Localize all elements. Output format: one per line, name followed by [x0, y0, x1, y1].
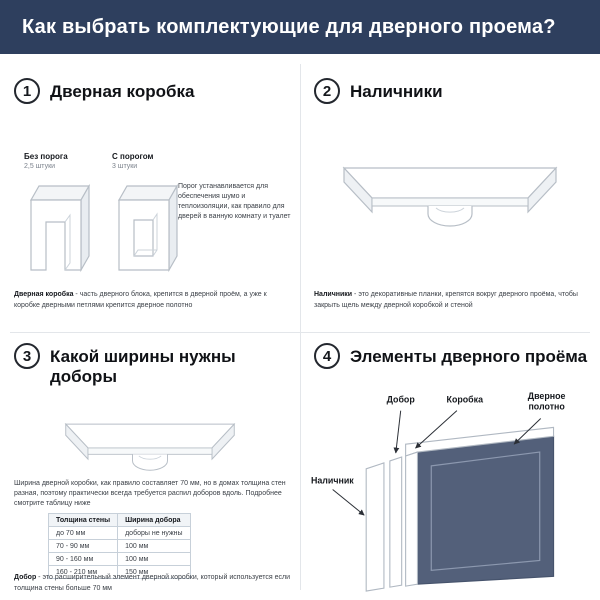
extension-description: Ширина дверной коробки, как правило сост… — [14, 480, 286, 508]
footnote-term: Наличники — [314, 291, 353, 298]
door-leaf-panel — [430, 451, 541, 572]
footnote-text: - часть дверного блока, крепится в дверн… — [14, 291, 267, 309]
casing-top-surface — [64, 423, 236, 449]
table-cell: 70 - 90 мм — [47, 539, 119, 553]
frame-side-face — [80, 183, 90, 273]
extension-cross-section-illustration — [64, 422, 236, 471]
threshold-note: Порог устанавливается для обеспечения шу… — [178, 183, 291, 221]
label-polotno-line2: полотно — [528, 402, 565, 412]
casing-profile-arc — [138, 455, 162, 460]
casing-profile-arc — [435, 207, 465, 213]
frame-opening-depth — [64, 213, 71, 271]
variant-no-threshold-label: Без порога 2,5 штуки — [24, 152, 68, 170]
section-2-title: Наличники — [350, 82, 443, 101]
callout-line-nalichnik — [332, 489, 365, 516]
section-2-heading: 2 Наличники — [314, 78, 443, 104]
table-cell: 90 - 160 мм — [47, 552, 119, 566]
section-3-title: Какой ширины нужны доборы — [50, 347, 236, 386]
header-bar: Как выбрать комплектующие для дверного п… — [0, 0, 600, 54]
section-4-number-badge: 4 — [314, 343, 340, 369]
section-extension-width: 3 Какой ширины нужны доборы Ширина дверн… — [0, 333, 300, 600]
variant-with-threshold-label: С порогом 3 штуки — [112, 152, 153, 170]
table-cell: 100 мм — [117, 552, 191, 566]
section-1-footnote: Дверная коробка - часть дверного блока, … — [14, 290, 292, 311]
table-row: 70 - 90 мм 100 мм — [47, 539, 191, 553]
section-3-footnote: Добор - это расширительный элемент дверн… — [14, 573, 294, 594]
table-row: 160 - 210 мм 150 мм — [47, 565, 191, 579]
door-frame-with-threshold-illustration — [117, 183, 179, 273]
variant-sublabel-text: 2,5 штуки — [24, 163, 56, 170]
casing-left-flange — [343, 166, 373, 214]
callout-line-korobka — [415, 410, 458, 449]
frame-opening-depth — [133, 212, 158, 257]
casing-strip — [365, 462, 385, 592]
doorway-elements-illustration: Добор Коробка Дверное полотно Наличник — [311, 391, 566, 592]
table-header-extension-width: Ширина добора — [117, 513, 191, 527]
page-title: Как выбрать комплектующие для дверного п… — [22, 15, 556, 38]
section-door-frame: 1 Дверная коробка Без порога 2,5 штуки С… — [0, 54, 300, 332]
casing-front-edge — [87, 447, 213, 455]
label-polotno-line1: Дверное — [528, 391, 566, 401]
label-nalichnik: Наличник — [311, 476, 354, 486]
casing-front-edge — [371, 197, 529, 207]
table-header-row: Толщина стены Ширина добора — [47, 513, 191, 527]
variant-label-text: Без порога — [24, 152, 68, 161]
table-header-wall-thickness: Толщина стены — [47, 513, 119, 527]
frame-top-face — [29, 185, 91, 201]
frame-front-face — [118, 199, 170, 271]
casing-center-profile — [427, 206, 473, 227]
table-cell: доборы не нужны — [117, 526, 191, 540]
vertical-divider — [300, 64, 301, 590]
section-3-number-badge: 3 — [14, 343, 40, 369]
variant-label-text: С порогом — [112, 152, 154, 161]
casing-right-flange — [211, 422, 235, 461]
frame-top-face — [117, 185, 179, 201]
horizontal-divider — [10, 332, 590, 333]
variant-sublabel-text: 3 штуки — [112, 163, 138, 170]
door-frame-no-threshold-illustration — [29, 183, 91, 273]
callout-line-dobor — [393, 410, 402, 454]
label-korobka: Коробка — [447, 395, 484, 405]
casing-illustration — [342, 166, 558, 227]
table-row: до 70 мм доборы не нужны — [47, 526, 191, 540]
section-4-heading: 4 Элементы дверного проёма — [314, 343, 587, 369]
footnote-term: Дверная коробка — [14, 291, 74, 298]
table-cell: 150 мм — [117, 565, 191, 579]
extension-strip — [389, 456, 403, 588]
section-2-number-badge: 2 — [314, 78, 340, 104]
casing-right-flange — [527, 166, 557, 214]
casing-left-flange — [65, 422, 89, 461]
extension-width-table: Толщина стены Ширина добора до 70 мм доб… — [47, 513, 191, 579]
footnote-term: Добор — [14, 574, 37, 581]
section-1-number-badge: 1 — [14, 78, 40, 104]
frame-strip — [405, 451, 419, 587]
section-4-title: Элементы дверного проёма — [350, 347, 588, 366]
section-3-heading: 3 Какой ширины нужны доборы — [14, 343, 254, 386]
section-casings: 2 Наличники Наличники - это декоративные… — [300, 54, 600, 332]
frame-front-face — [30, 199, 82, 271]
section-1-heading: 1 Дверная коробка — [14, 78, 194, 104]
casing-center-profile — [132, 454, 168, 471]
casing-top-surface — [342, 167, 558, 199]
section-2-footnote: Наличники - это декоративные планки, кре… — [314, 290, 594, 311]
frame-side-face — [168, 183, 178, 273]
table-cell: до 70 мм — [47, 526, 119, 540]
label-dobor: Добор — [387, 395, 416, 405]
section-doorway-elements: 4 Элементы дверного проёма — [300, 333, 600, 600]
table-cell: 100 мм — [117, 539, 191, 553]
footnote-text: - это расширительный элемент дверной кор… — [14, 574, 290, 592]
section-1-title: Дверная коробка — [50, 82, 195, 101]
footnote-text: - это декоративные планки, крепятся вокр… — [314, 291, 578, 309]
table-row: 90 - 160 мм 100 мм — [47, 552, 191, 566]
callout-line-polotno — [513, 418, 542, 445]
